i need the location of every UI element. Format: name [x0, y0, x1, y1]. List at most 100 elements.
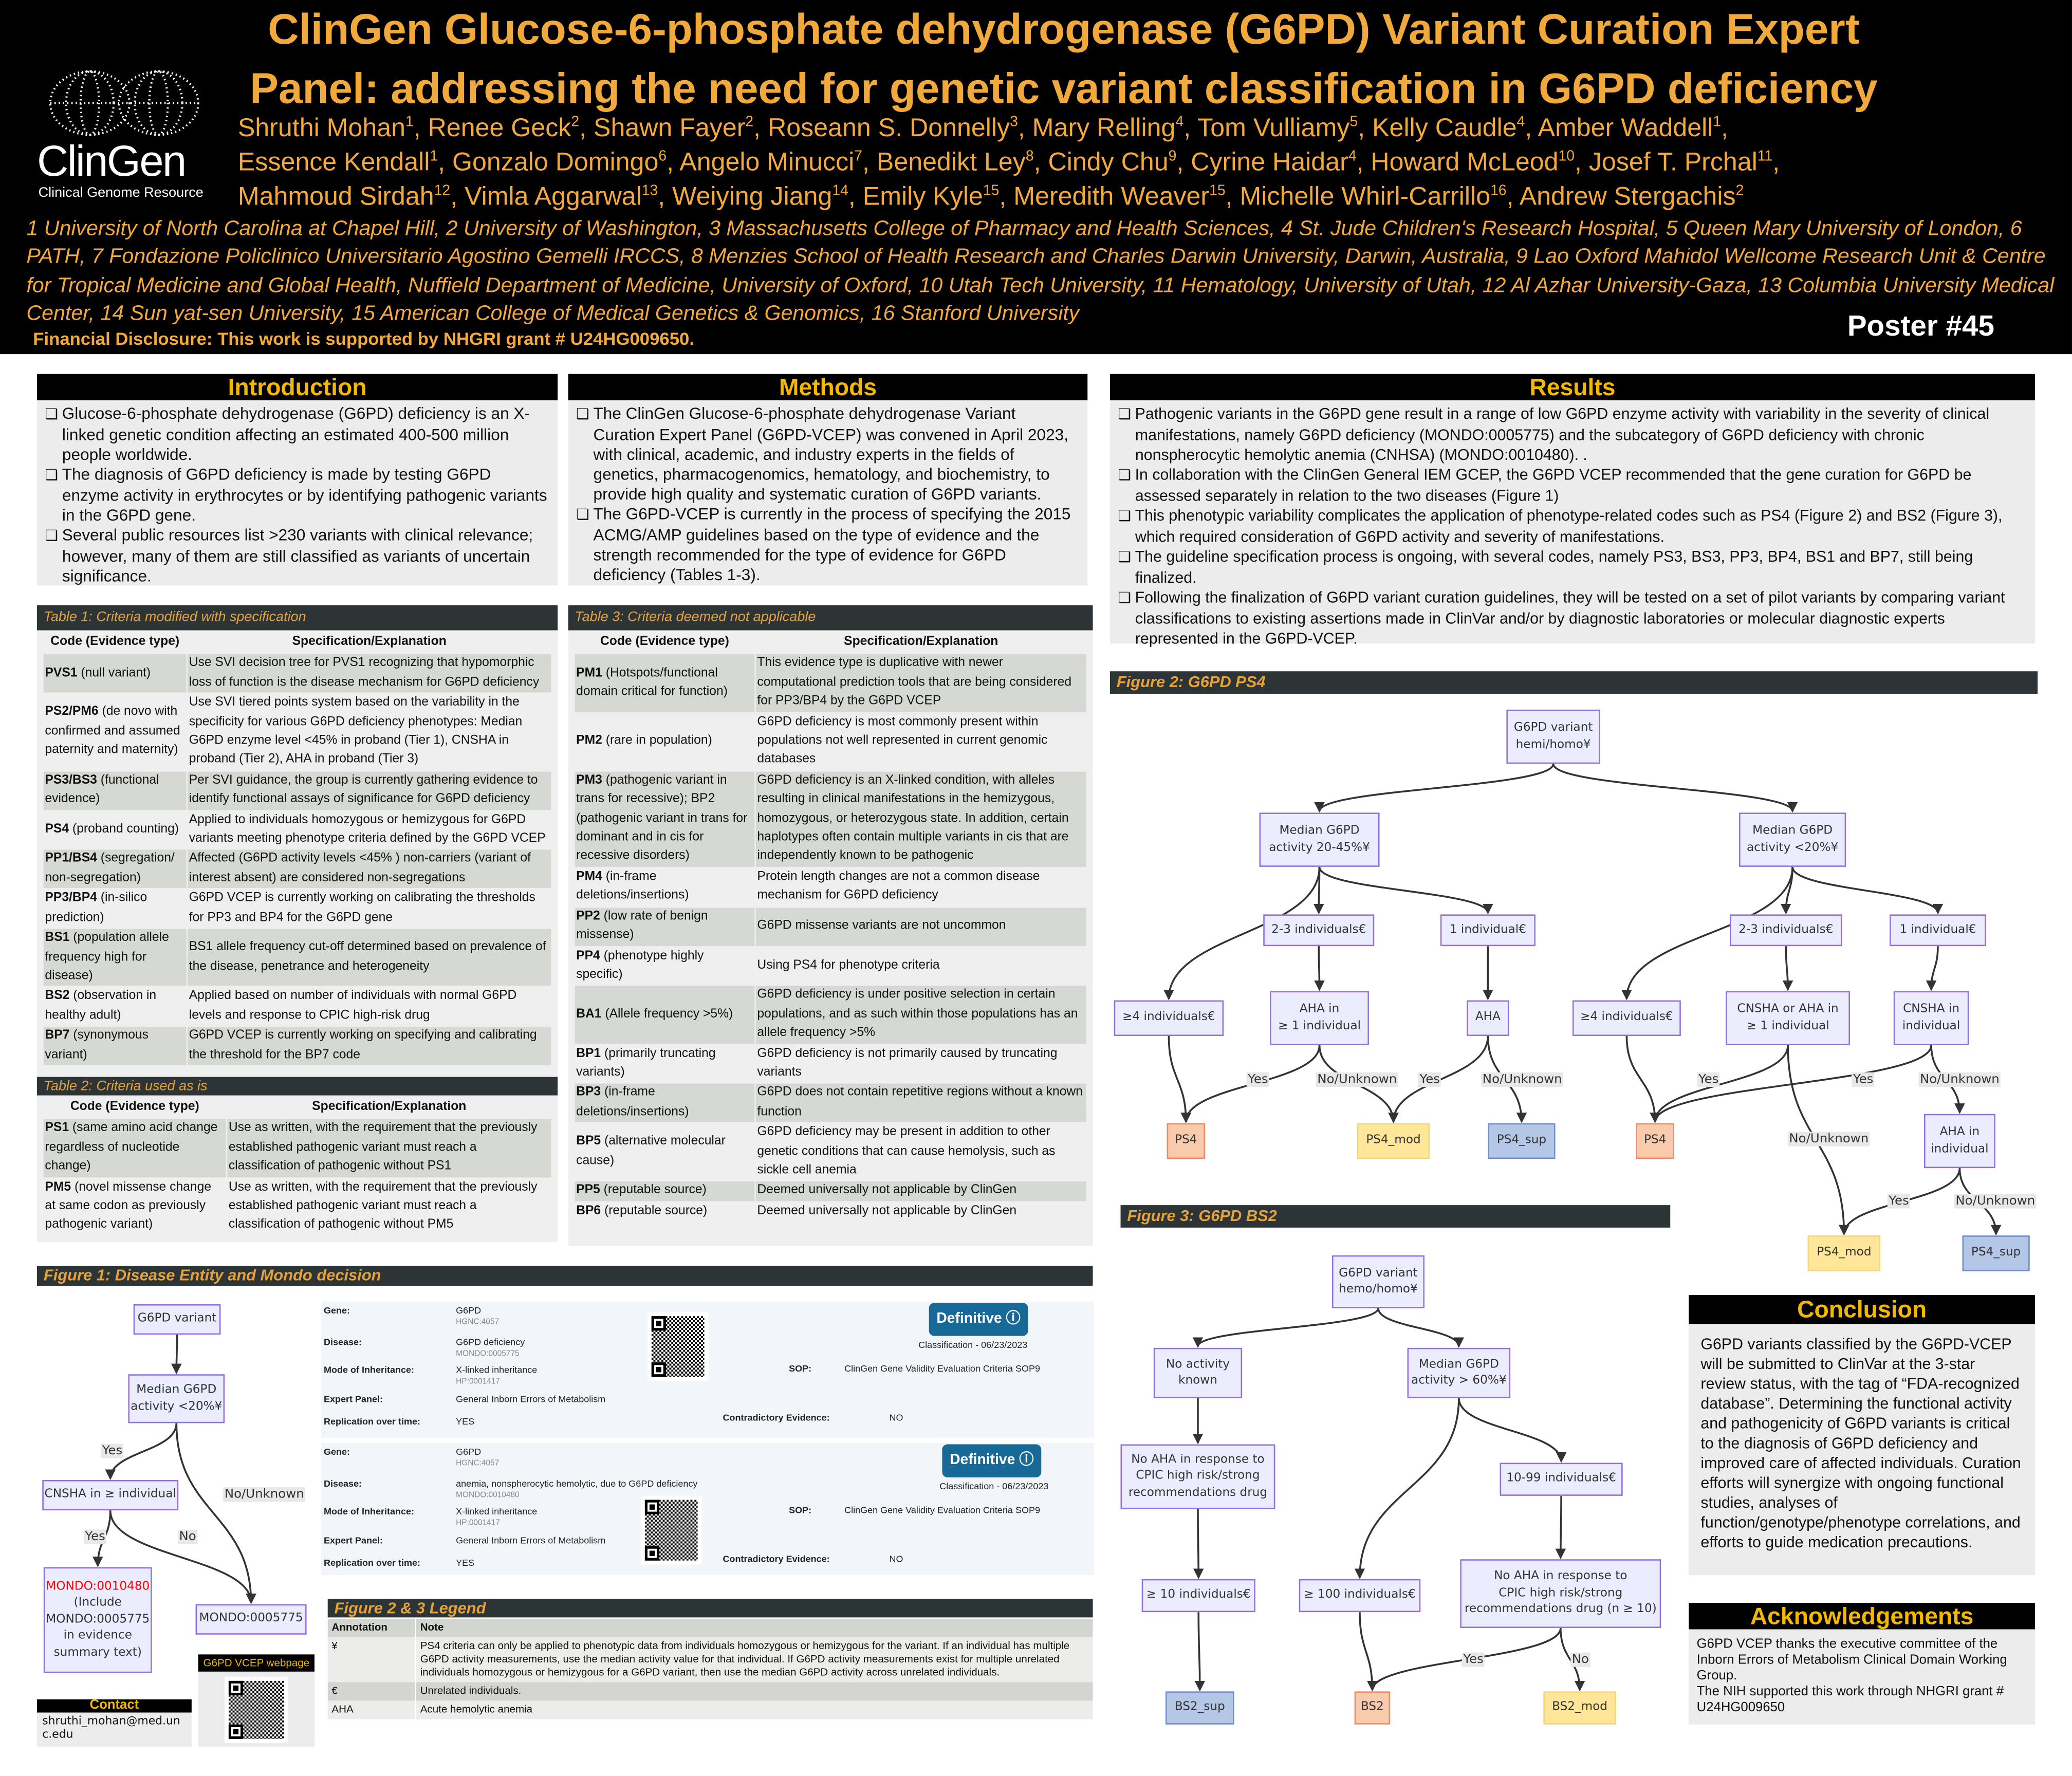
replication-label: Replication over time:	[323, 1559, 421, 1569]
flow-node-text: PS4_sup	[1971, 1246, 2021, 1260]
table-header: Code (Evidence type)	[70, 1099, 199, 1114]
legend-row: €Unrelated individuals.	[327, 1682, 1093, 1701]
flow-node-rca: CNSHA or AHA in ≥ 1 individual	[1726, 991, 1850, 1045]
author-name: Essence Kendall	[237, 147, 430, 177]
table-row: BP7 (synonymous variant)G6PD VCEP is cur…	[43, 1027, 551, 1065]
inheritance-value: X-linked inheritance	[456, 1366, 538, 1376]
flow-node-na: No activity known	[1153, 1347, 1243, 1398]
contact-box: Contact shruthi_mohan@med.unc.edu	[36, 1699, 192, 1747]
introduction-bullet: Glucose-6-phosphate dehydrogenase (G6PD)…	[45, 404, 549, 465]
flow-edge	[1791, 866, 1944, 915]
flow-node-r4: ≥4 individuals€	[1572, 1000, 1681, 1036]
inheritance-label: Mode of Inheritance:	[323, 1366, 415, 1376]
flow-node-text: MONDO:0005775	[199, 1612, 303, 1626]
poster-number: Poster #45	[1847, 309, 1995, 342]
sop-value[interactable]: ClinGen Gene Validity Evaluation Criteri…	[844, 1365, 1040, 1375]
table-row: PP2 (low rate of benign missense)G6PD mi…	[575, 907, 1086, 946]
specification-cell: This evidence type is duplicative with n…	[755, 654, 1086, 712]
flow-node-text: BS2_mod	[1552, 1701, 1608, 1714]
flow-node-text: CNSHA in individual	[1902, 1003, 1960, 1033]
flow-node-text: No AHA in response to CPIC high risk/str…	[1128, 1453, 1268, 1500]
flow-edge	[1926, 946, 1939, 991]
table-row: BP5 (alternative molecular cause)G6PD de…	[575, 1123, 1086, 1180]
specification-cell: Deemed universally not applicable by Cli…	[755, 1181, 1086, 1201]
sop-value[interactable]: ClinGen Gene Validity Evaluation Criteri…	[844, 1506, 1040, 1516]
flow-edge-label: No/Unknown	[1481, 1072, 1564, 1087]
criteria-code: PM1	[576, 665, 602, 680]
replication-value: YES	[456, 1559, 475, 1569]
flow-edge-label: Yes	[1418, 1072, 1441, 1087]
flow-node-text: PS4_mod	[1817, 1246, 1872, 1260]
table-row: BA1 (Allele frequency >5%)G6PD deficienc…	[575, 986, 1086, 1044]
table-header: Code (Evidence type)	[600, 634, 729, 649]
gene-label: Gene:	[323, 1307, 350, 1317]
flow-node-text: 1 individual€	[1899, 923, 1976, 937]
globe-icon	[49, 70, 199, 136]
gene-card-qr-code[interactable]	[647, 1312, 709, 1381]
criteria-code: PP1/BS4	[45, 852, 97, 866]
gene-card-qr-code[interactable]	[641, 1495, 702, 1565]
criteria-description: (novel missense change at same codon as …	[45, 1179, 212, 1232]
flow-node-m60: Median G6PD activity > 60%¥	[1407, 1347, 1511, 1398]
flow-node-l4: ≥4 individuals€	[1114, 1000, 1224, 1036]
flow-node-ge10: ≥ 10 individuals€	[1141, 1579, 1255, 1613]
flow-node-noaha: No AHA in response to CPIC high risk/str…	[1120, 1444, 1275, 1509]
specification-cell: Per SVI guidance, the group is currently…	[188, 771, 551, 810]
author-affiliation-number: 1	[1713, 114, 1722, 131]
expert-panel-value[interactable]: General Inborn Errors of Metabolism	[456, 1537, 606, 1546]
table-header: Specification/Explanation	[312, 1099, 467, 1114]
criteria-code: PS1	[45, 1121, 69, 1136]
flow-node-text: 1 individual€	[1449, 923, 1526, 937]
contradictory-value: NO	[889, 1414, 903, 1423]
flow-node-bs2sup: BS2_sup	[1165, 1691, 1234, 1725]
table-row: PP1/BS4 (segregation/ non-segregation)Af…	[43, 850, 551, 889]
flow-edge	[1194, 1612, 1206, 1692]
specification-cell: G6PD deficiency is not primarily caused …	[757, 1046, 1058, 1080]
acknowledgement-line: G6PD VCEP thanks the executive committee…	[1696, 1637, 2007, 1683]
criteria-description: (pathogenic variant in trans for recessi…	[576, 772, 748, 864]
table-row: PP4 (phenotype highly specific)Using PS4…	[575, 947, 1086, 985]
flow-node-noahan: No AHA in response to CPIC high risk/str…	[1460, 1559, 1661, 1628]
contact-email[interactable]: shruthi_mohan@med.unc.edu	[36, 1712, 192, 1747]
specification-cell: G6PD deficiency may be present in additi…	[757, 1124, 1056, 1178]
classification-badge[interactable]: Definitive ⓘ	[942, 1444, 1042, 1477]
flow-edge	[171, 1335, 182, 1375]
code-cell: BS1 (population allele frequency high fo…	[43, 929, 187, 987]
specification-cell: Use as written, with the requirement tha…	[228, 1179, 538, 1232]
hp-id: HP:0001417	[456, 1378, 500, 1386]
badge-label: Definitive	[950, 1452, 1015, 1468]
specification-cell: G6PD VCEP is currently working on calibr…	[189, 891, 535, 925]
flow-node-text: Median G6PD activity <20%¥	[1746, 824, 1839, 855]
inheritance-value: X-linked inheritance	[456, 1507, 538, 1517]
criteria-code: BP6	[576, 1203, 601, 1218]
table-row: BP1 (primarily truncating variants)G6PD …	[575, 1045, 1086, 1083]
table-row: BP6 (reputable source)Deemed universally…	[575, 1202, 1086, 1221]
author-affiliation-number: 14	[832, 183, 848, 199]
expert-panel-label: Expert Panel:	[323, 1537, 383, 1546]
webpage-qr-code[interactable]	[225, 1677, 288, 1743]
flow-node-mod2: PS4_mod	[1807, 1235, 1881, 1271]
flow-edge	[1354, 1398, 1460, 1579]
criteria-description: (observation in healthy adult)	[45, 989, 157, 1023]
criteria-code: PM2	[576, 733, 602, 748]
gene-value[interactable]: G6PD	[456, 1448, 482, 1458]
author-affiliation-number: 7	[854, 149, 863, 165]
code-cell: PM4 (in-frame deletions/insertions)	[575, 868, 755, 906]
specification-cell: Applied to individuals homozygous or hem…	[189, 812, 546, 846]
legend-caption: Figure 2 & 3 Legend	[327, 1599, 1093, 1618]
gene-value[interactable]: G6PD	[456, 1307, 482, 1317]
table-row: BS2 (observation in healthy adult)Applie…	[44, 988, 551, 1026]
poster-title-line-2: Panel: addressing the need for genetic v…	[250, 64, 1878, 113]
table-row: BP3 (in-frame deletions/insertions)G6PD …	[575, 1084, 1086, 1122]
disease-value[interactable]: anemia, nonspherocytic hemolytic, due to…	[456, 1479, 698, 1489]
expert-panel-value[interactable]: General Inborn Errors of Metabolism	[456, 1395, 606, 1405]
flow-edge	[1625, 1035, 1660, 1123]
author-affiliation-number: 4	[1175, 114, 1184, 131]
introduction-bullet: The diagnosis of G6PD deficiency is made…	[45, 465, 549, 526]
author-name: Michelle Whirl-Carrillo	[1239, 182, 1491, 212]
introduction-section: Introduction Glucose-6-phosphate dehydro…	[36, 374, 558, 586]
author-name: Shawn Fayer	[594, 114, 746, 143]
disease-value[interactable]: G6PD deficiency	[456, 1338, 525, 1348]
classification-badge[interactable]: Definitive ⓘ	[929, 1303, 1028, 1336]
